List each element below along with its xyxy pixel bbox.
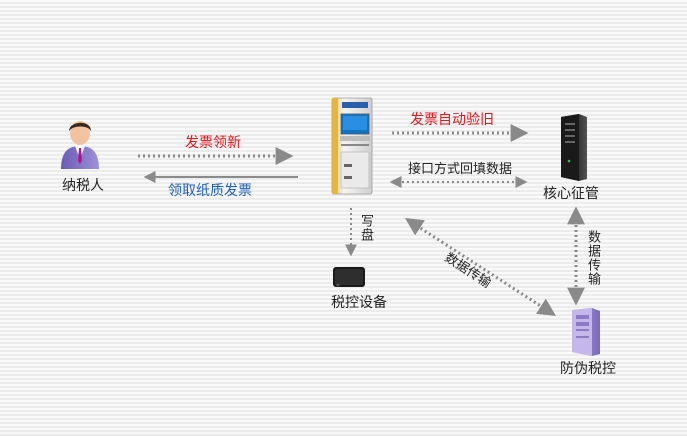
edge-data-transfer-vert-label: 数据传输 [585,230,600,286]
node-anti-fake-label: 防伪税控 [560,361,616,377]
kiosk-machine-icon [331,97,373,195]
anti-fake-server-icon [572,308,600,356]
edge-collect-paper-label: 领取纸质发票 [168,183,252,199]
tax-device-icon [333,267,365,287]
edge-interface-fill-label: 接口方式回填数据 [408,162,513,177]
taxpayer-person-icon [61,121,99,169]
node-taxpayer-label: 纳税人 [62,178,104,194]
edge-invoice-apply-label: 发票领新 [185,135,241,151]
node-core-label: 核心征管 [543,186,599,202]
node-tax-device-label: 税控设备 [331,295,387,311]
edge-write-disk-label: 写盘 [358,214,373,242]
core-server-icon [561,114,587,181]
arrow-data-transfer-diag [404,218,557,316]
edge-auto-verify-label: 发票自动验旧 [410,112,494,128]
